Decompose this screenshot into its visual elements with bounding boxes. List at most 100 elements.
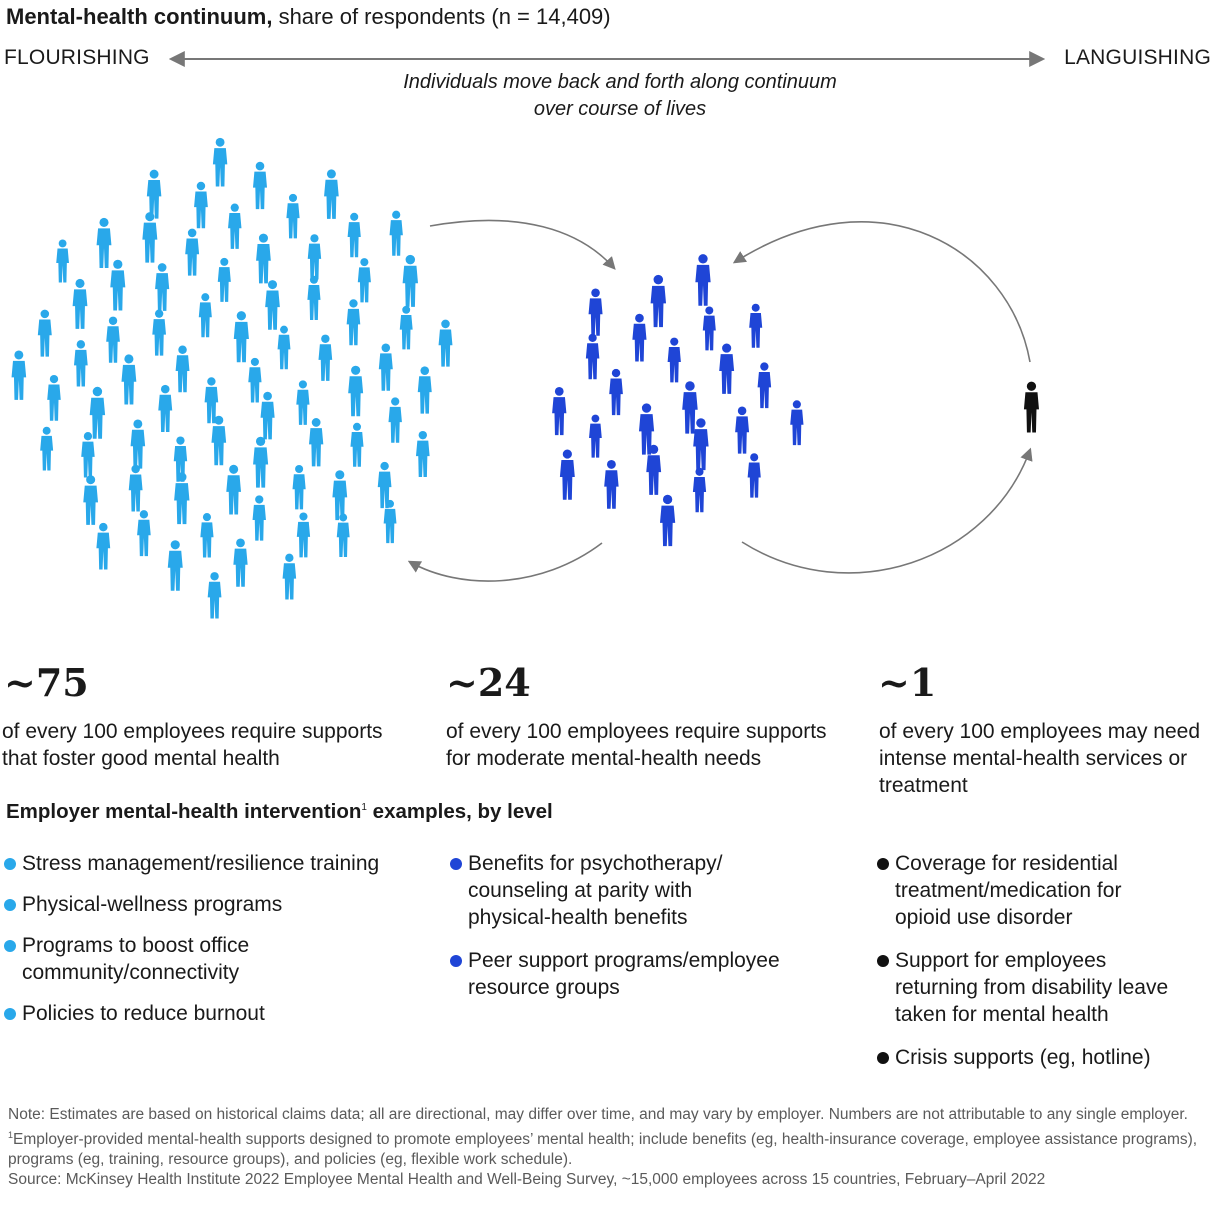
note-text: Note: Estimates are based on historical …	[8, 1106, 1188, 1123]
person-icon	[417, 366, 432, 414]
person-icon	[137, 510, 151, 557]
person-icon	[347, 212, 361, 258]
intervention-item-text: treatment/medication for	[895, 879, 1122, 902]
person-icon	[348, 365, 364, 417]
footnote-number: 1	[8, 1130, 14, 1140]
person-icon	[89, 386, 106, 439]
person-icon	[217, 257, 231, 302]
desc-flourishing: of every 100 employees require supports …	[2, 718, 432, 772]
intervention-item-text: Peer support programs/employee	[468, 949, 780, 972]
person-icon	[277, 325, 291, 370]
person-icon	[438, 319, 453, 367]
person-icon	[233, 538, 248, 587]
intervention-item: Stress management/resilience training	[2, 850, 432, 877]
bullet-dot-icon	[4, 940, 16, 952]
intervention-item-text: resource groups	[468, 976, 620, 999]
person-icon	[318, 334, 333, 381]
person-icon	[378, 343, 393, 391]
intervention-item-text: Stress management/resilience training	[22, 852, 380, 875]
person-icon	[256, 233, 271, 284]
person-icon	[81, 432, 95, 478]
person-icon	[121, 354, 137, 405]
arrow-moderate-to-languishing	[741, 447, 1033, 574]
person-icon	[389, 210, 403, 256]
arrow-languishing-to-moderate	[732, 221, 1031, 363]
person-icon	[286, 193, 300, 239]
crowd-languishing	[1023, 381, 1039, 433]
bullet-dot-icon	[4, 858, 16, 870]
bullet-dot-icon	[450, 858, 462, 870]
interventions-list-moderate: Benefits for psychotherapy/counseling at…	[448, 850, 848, 1001]
intervention-item-text: counseling at parity with	[468, 879, 693, 902]
person-icon	[308, 418, 324, 467]
interventions-title: Employer mental-health intervention1 exa…	[6, 800, 553, 824]
person-icon	[402, 254, 419, 307]
intervention-item: Crisis supports (eg, hotline)	[875, 1044, 1215, 1071]
continuum-caption-line1: Individuals move back and forth along co…	[403, 71, 837, 93]
desc-line: intense mental-health services or	[879, 747, 1188, 770]
stat-languishing: ~1	[878, 660, 937, 705]
person-icon	[252, 161, 268, 210]
person-icon	[200, 513, 214, 558]
chart-subtitle: share of respondents (n = 14,409)	[272, 4, 611, 29]
person-icon	[152, 309, 167, 356]
person-icon	[585, 333, 600, 380]
people-crowds	[11, 137, 1039, 619]
desc-line: treatment	[879, 774, 968, 797]
person-icon	[747, 453, 761, 498]
person-icon	[702, 306, 716, 351]
intervention-item-text: Physical-wellness programs	[22, 893, 283, 916]
continuum-caption-line2: over course of lives	[533, 98, 707, 120]
person-icon	[252, 495, 266, 541]
person-icon	[233, 311, 249, 363]
bullet-dot-icon	[877, 858, 889, 870]
person-icon	[667, 337, 681, 383]
person-icon	[296, 512, 311, 558]
arrow-moderate-to-flourishing	[407, 542, 603, 582]
person-icon	[332, 470, 348, 521]
person-icon	[185, 228, 200, 276]
person-icon	[589, 414, 602, 458]
source-text: Source: McKinsey Health Institute 2022 E…	[8, 1171, 1046, 1189]
intervention-item-text: community/connectivity	[22, 961, 240, 984]
person-icon	[158, 384, 173, 432]
desc-line: for moderate mental-health needs	[446, 747, 762, 770]
person-icon	[83, 475, 99, 525]
notes-block: Note: Estimates are based on historical …	[8, 1105, 1203, 1190]
person-icon	[282, 553, 297, 600]
person-icon	[207, 572, 222, 619]
intervention-item-text: taken for mental health	[895, 1003, 1109, 1026]
person-icon	[260, 391, 275, 440]
footnote-body: Employer-provided mental-health supports…	[8, 1131, 1198, 1169]
person-icon	[695, 254, 711, 306]
person-icon	[388, 397, 402, 443]
person-icon	[588, 288, 603, 336]
person-icon	[735, 406, 750, 454]
person-icon	[357, 258, 371, 303]
interventions-title-rest: examples, by level	[366, 800, 553, 823]
continuum-illustration	[11, 51, 1046, 619]
person-icon	[96, 522, 111, 570]
person-icon	[346, 299, 361, 346]
person-icon	[324, 169, 339, 219]
person-icon	[559, 449, 575, 500]
stat-moderate: ~24	[446, 660, 531, 705]
continuum-caption: Individuals move back and forth along co…	[320, 69, 920, 123]
intervention-item: Physical-wellness programs	[2, 891, 432, 918]
arrow-flourishing-to-moderate	[429, 219, 616, 270]
desc-line: of every 100 employees may need	[879, 720, 1201, 743]
person-icon	[142, 212, 158, 263]
person-icon	[204, 377, 219, 424]
person-icon	[692, 467, 707, 513]
person-icon	[682, 381, 698, 434]
person-icon	[47, 374, 61, 421]
intervention-item-text: opioid use disorder	[895, 906, 1073, 929]
languishing-label: LANGUISHING	[1064, 46, 1211, 69]
flourishing-label: FLOURISHING	[4, 46, 150, 69]
person-icon	[194, 181, 208, 229]
intervention-item-text: Policies to reduce burnout	[22, 1002, 265, 1025]
